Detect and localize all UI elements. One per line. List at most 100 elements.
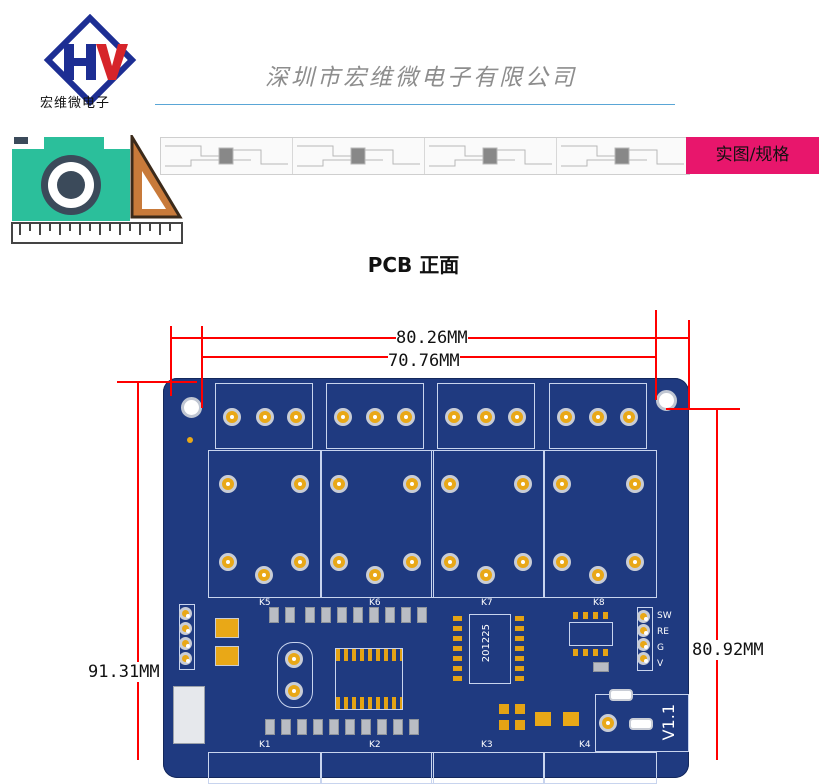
terminal-block <box>437 383 535 449</box>
relay-pad <box>291 553 309 571</box>
small-ic <box>569 622 613 646</box>
smd-resistor <box>417 607 427 623</box>
pin-label-v: V <box>657 659 664 669</box>
terminal-pad <box>397 408 415 426</box>
header-pin <box>637 652 650 665</box>
circuit-thumbnail-strip <box>160 137 690 175</box>
ic-pin <box>453 656 462 661</box>
dimension-right-height: 80.92MM <box>692 640 764 660</box>
ic-pin <box>453 636 462 641</box>
smd-resistor <box>401 607 411 623</box>
smd-resistor <box>361 719 371 735</box>
relay-label: K7 <box>481 598 493 608</box>
relay-pad <box>514 553 532 571</box>
smd-resistor <box>281 719 291 735</box>
ic-pin <box>515 626 524 631</box>
smd-capacitor <box>215 646 239 666</box>
relay-k5 <box>208 450 322 598</box>
pin-label-g: G <box>657 643 664 653</box>
mcu-chip <box>335 648 403 710</box>
dimension-tick <box>201 326 203 408</box>
ic-pin <box>515 676 524 681</box>
crystal-pad <box>285 650 303 668</box>
company-name: 深圳市宏维微电子有限公司 <box>265 65 577 91</box>
crystal-pad <box>285 682 303 700</box>
relay-pad <box>626 553 644 571</box>
header-pin <box>637 610 650 623</box>
ic-pin <box>515 656 524 661</box>
relay-pad <box>330 553 348 571</box>
relay-label-bottom: K2 <box>369 740 381 750</box>
dimension-line-left-height <box>137 381 139 760</box>
relay-label-bottom: K4 <box>579 740 591 750</box>
dimension-line-right-height <box>716 408 718 760</box>
terminal-pad <box>589 408 607 426</box>
ic-pin <box>515 636 524 641</box>
terminal-block <box>215 383 313 449</box>
dimension-tick <box>688 320 690 410</box>
pin-label-sw: SW <box>657 611 672 621</box>
logo-text: 宏维微电子 <box>40 96 111 111</box>
relay-pad <box>255 566 273 584</box>
ic-pin <box>515 666 524 671</box>
smd-resistor <box>377 719 387 735</box>
smd-resistor <box>313 719 323 735</box>
smd-resistor <box>385 607 395 623</box>
relay-pad <box>219 553 237 571</box>
spec-section-label: 实图/规格 <box>686 137 819 174</box>
smd-pad <box>499 704 509 714</box>
smd-resistor <box>345 719 355 735</box>
relay-pad <box>441 475 459 493</box>
ic-pin <box>453 626 462 631</box>
relay-pad <box>403 475 421 493</box>
terminal-pad <box>334 408 352 426</box>
smd-pad <box>515 704 525 714</box>
relay-pad <box>330 475 348 493</box>
relay-label: K5 <box>259 598 271 608</box>
smd-resistor <box>409 719 419 735</box>
smd-resistor <box>321 607 331 623</box>
pin-header-right <box>637 607 653 671</box>
pin-label-re: RE <box>657 627 669 637</box>
small-ic-pin <box>603 649 608 656</box>
relay-pad <box>589 566 607 584</box>
relay-label: K8 <box>593 598 605 608</box>
header-pin <box>637 624 650 637</box>
relay-label-bottom: K1 <box>259 740 271 750</box>
fiducial-dot <box>187 437 193 443</box>
smd-resistor <box>265 719 275 735</box>
smd-pad <box>515 720 525 730</box>
header-pin <box>179 622 192 635</box>
small-ic-pin <box>573 612 578 619</box>
terminal-pad <box>256 408 274 426</box>
relay-k7 <box>431 450 545 598</box>
smd-resistor <box>285 607 295 623</box>
terminal-pad <box>620 408 638 426</box>
camera-ruler-icon <box>11 135 183 244</box>
dimension-tick <box>117 381 197 383</box>
pcb-title: PCB 正面 <box>367 253 460 277</box>
terminal-pad <box>366 408 384 426</box>
relay-pad <box>477 566 495 584</box>
usb-connector <box>173 686 205 744</box>
pin-header-left <box>179 604 195 670</box>
circuit-thumbnail <box>161 138 293 174</box>
circuit-thumbnail <box>293 138 425 174</box>
header-pin <box>179 637 192 650</box>
small-ic-pin <box>593 649 598 656</box>
ic-pin <box>453 616 462 621</box>
ic-pin <box>515 616 524 621</box>
relay-pad <box>441 553 459 571</box>
crystal <box>277 642 313 708</box>
relay-k8 <box>543 450 657 598</box>
header-pin <box>179 607 192 620</box>
ic-pin <box>453 646 462 651</box>
terminal-pad <box>223 408 241 426</box>
dimension-tick <box>170 326 172 396</box>
pcb-board: K5 K6 K7 K8 201225 <box>163 378 689 784</box>
ic-chip <box>469 614 511 684</box>
power-pad <box>599 714 617 732</box>
small-ic-pin <box>583 612 588 619</box>
relay-k2 <box>320 752 434 784</box>
small-ic-pin <box>593 612 598 619</box>
